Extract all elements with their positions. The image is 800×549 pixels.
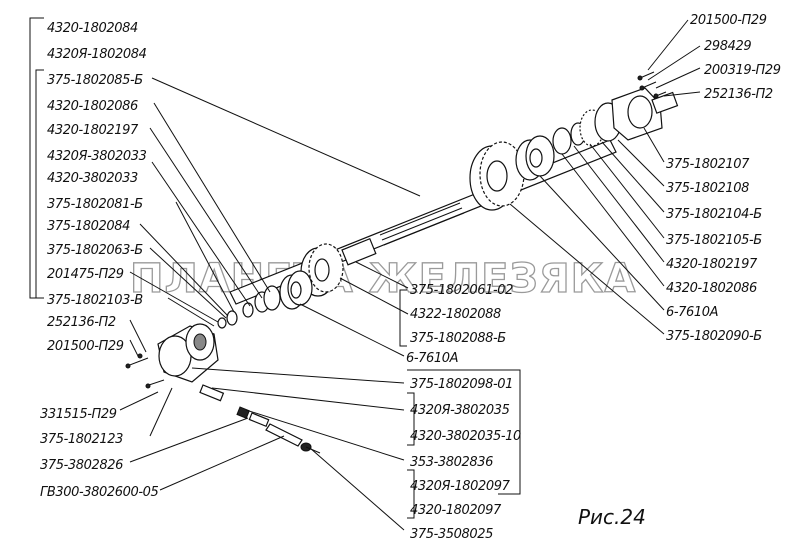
part-label: 4320Я-1802084 (47, 47, 147, 62)
part-label: 4320-3802033 (47, 171, 138, 186)
part-label: 4320Я-1802097 (410, 479, 511, 494)
part-label: 4320-1802197 (666, 257, 758, 272)
left-cover (157, 323, 219, 383)
sleeve-center (341, 237, 377, 266)
part-label: 375-1802108 (666, 181, 749, 196)
label-brackets (29, 17, 521, 519)
part-label: 375-1802123 (40, 432, 123, 447)
part-label: 4322-1802088 (410, 307, 501, 322)
part-label: 4320-1802086 (666, 281, 757, 296)
part-label: 201500-П29 (690, 13, 767, 28)
labels-left-column: 4320-1802084 4320Я-1802084 375-1802085-Б… (47, 21, 147, 354)
labels-left-bottom: 331515-П29 375-1802123 375-3802826 ГВ300… (40, 407, 159, 500)
labels-right-column: 201500-П29 298429 200319-П29 252136-П2 3… (666, 13, 781, 344)
part-label: ГВ300-3802600-05 (40, 485, 159, 500)
part-label: 375-1802084 (47, 219, 130, 234)
right-cover (611, 87, 679, 141)
watermark: ПЛАНЕТА ЖЕЛЕЗЯКА (130, 256, 636, 302)
part-label: 4320-1802097 (410, 503, 502, 518)
large-gear-right (469, 141, 525, 211)
part-label: 4320-1802197 (47, 123, 139, 138)
part-label: 331515-П29 (40, 407, 117, 422)
part-label: 6-7610А (406, 351, 458, 366)
labels-center-column: 375-1802061-02 4322-1802088 375-1802088-… (406, 283, 521, 542)
bearing-right (515, 135, 555, 181)
part-label: 353-3802836 (410, 455, 493, 470)
washers-left (217, 285, 281, 329)
part-label: 375-1802107 (666, 157, 750, 172)
part-label: 375-1802105-Б (666, 233, 762, 248)
part-label: 4320Я-3802033 (47, 149, 147, 164)
part-label: 201475-П29 (47, 267, 124, 282)
figure-caption: Рис.24 (578, 505, 646, 529)
part-label: 201500-П29 (47, 339, 124, 354)
part-label: 4320-1802086 (47, 99, 138, 114)
part-label: 252136-П2 (47, 315, 116, 330)
right-bolts (637, 71, 667, 99)
part-label: 298429 (704, 39, 751, 54)
part-label: 375-1802081-Б (47, 197, 143, 212)
speedometer-drive (199, 384, 321, 454)
part-label: 6-7610А (666, 305, 718, 320)
part-label: 375-1802104-Б (666, 207, 762, 222)
part-label: 375-1802098-01 (410, 377, 513, 392)
part-label: 375-1802103-В (47, 293, 143, 308)
part-label: 200319-П29 (704, 63, 781, 78)
part-label: 375-1802088-Б (410, 331, 506, 346)
part-label: 375-1802085-Б (47, 73, 143, 88)
bearing-left (279, 270, 313, 310)
part-label: 375-1802090-Б (666, 329, 762, 344)
part-label: 375-3802826 (40, 458, 123, 473)
part-label: 375-3508025 (410, 527, 493, 542)
left-bolts (125, 353, 165, 389)
part-label: 4320Я-3802035 (410, 403, 510, 418)
part-label: 375-1802063-Б (47, 243, 143, 258)
part-label: 4320-3802035-10 (410, 429, 521, 444)
part-label: 375-1802061-02 (410, 283, 513, 298)
part-label: 252136-П2 (704, 87, 773, 102)
leader-lines (119, 19, 701, 531)
part-label: 4320-1802084 (47, 21, 138, 36)
